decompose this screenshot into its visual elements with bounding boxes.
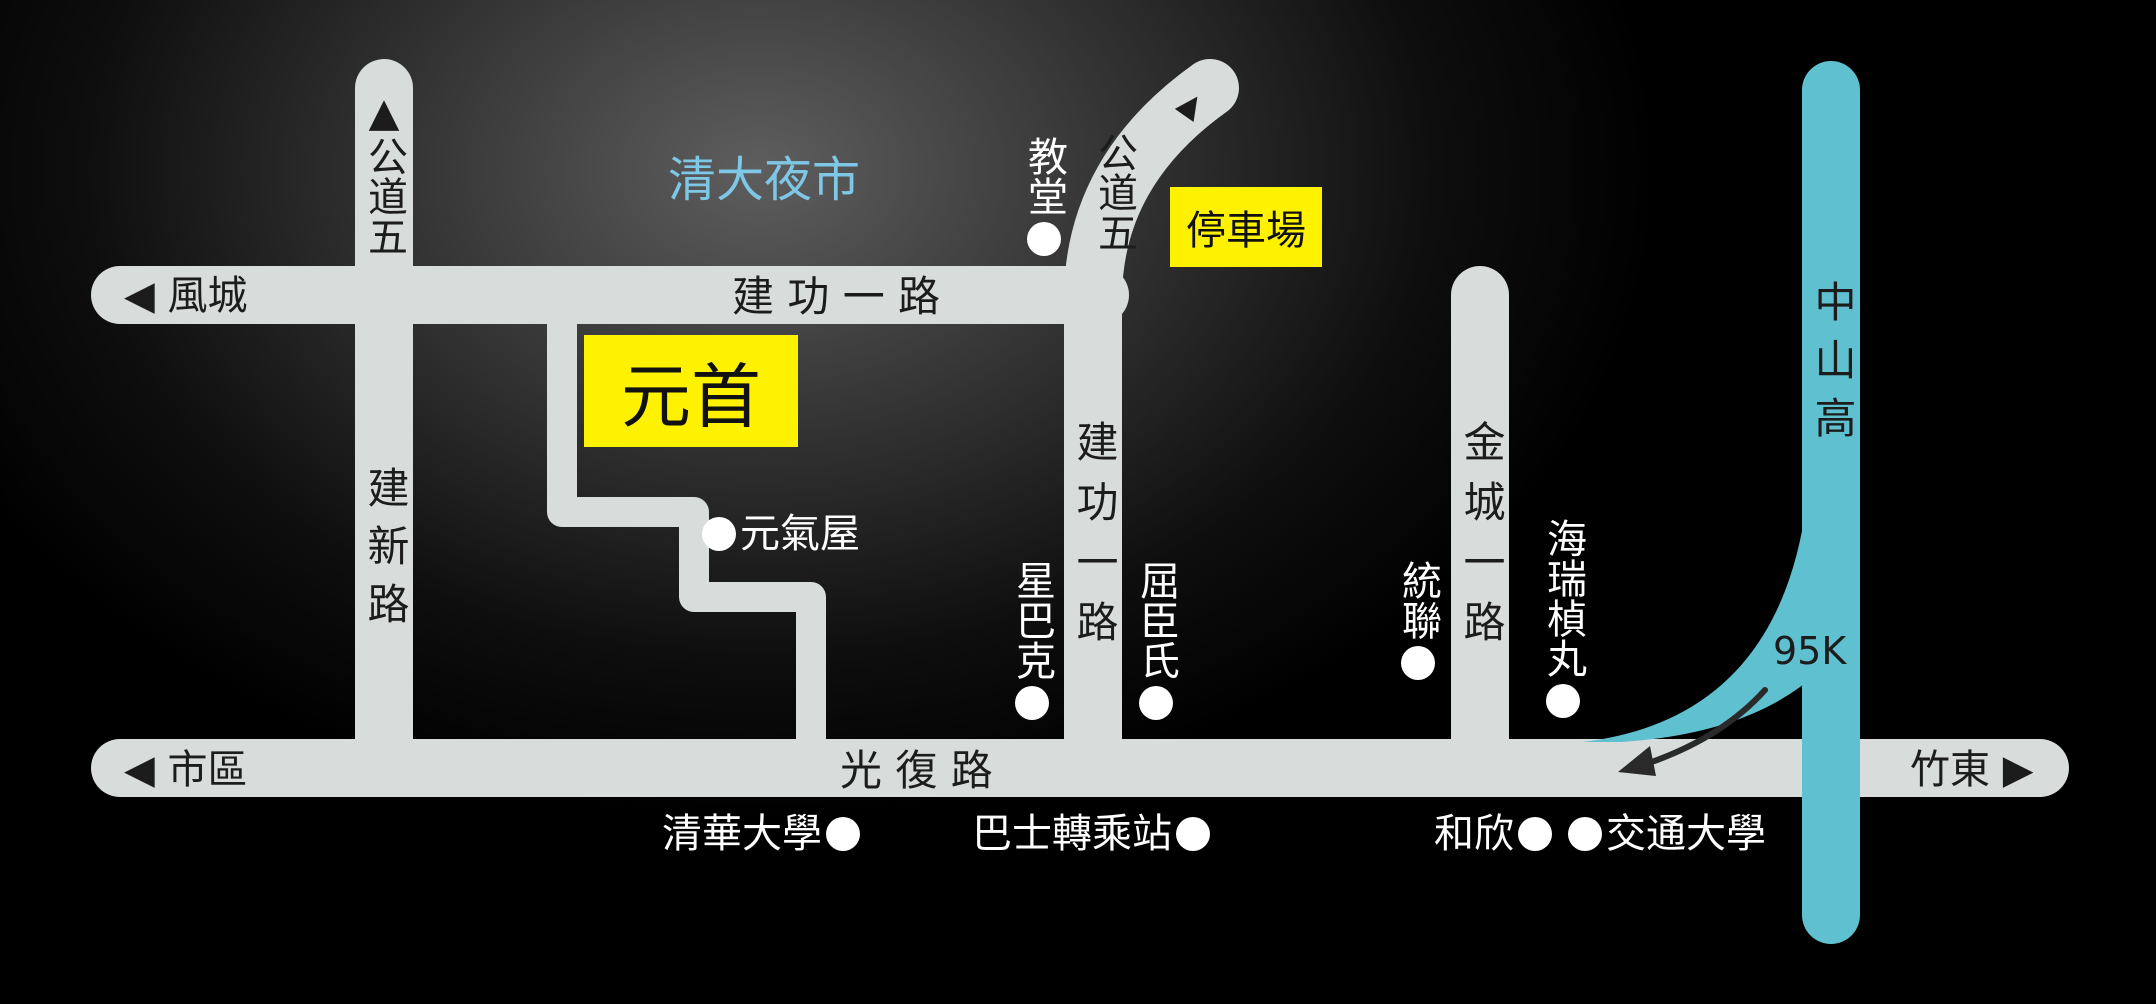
night-market-label: 清大夜市 [668,152,861,208]
target-building-label: 元首 [584,335,798,447]
poi-church: 教堂 [1021,136,1067,256]
highway-km-marker: 95K [1773,629,1847,673]
highway-ramp [1582,520,1858,742]
poi-nthu-label: 清華大學 [662,811,822,857]
road-label-jiangong1-vertical: 建功一路 [1070,420,1119,660]
poi-genki-dot [702,517,736,551]
poi-watsons-dot [1139,686,1173,720]
poi-uni-president: 統聯 [1395,560,1441,680]
poi-church-label: 教堂 [1021,136,1067,216]
road-label-guangfu: 光 復 路 [840,746,993,795]
poi-hairui-dot [1546,684,1580,718]
ramp-arrow [1637,687,1768,769]
poi-watsons: 屈臣氏 [1133,560,1179,720]
road-label-jianxin: 建新路 [361,466,410,640]
road-label-gongdaowu-right: 公道五 [1091,132,1137,252]
poi-starbucks-dot [1015,686,1049,720]
road-label-gongdaowu-left: ▲公道五 [361,90,407,256]
road-label-fengcheng: ◀ 風城 [124,273,248,319]
poi-hairui: 海瑞楨丸 [1540,518,1586,718]
poi-nctu-dot [1568,817,1602,851]
poi-starbucks-label: 星巴克 [1009,560,1055,680]
poi-hexin-label: 和欣 [1434,811,1514,857]
poi-hairui-label: 海瑞楨丸 [1540,518,1586,678]
poi-nctu: 交通大學 [1568,814,1766,854]
poi-nthu-dot [826,817,860,851]
poi-uni-president-dot [1401,646,1435,680]
poi-uni-president-label: 統聯 [1395,560,1441,640]
poi-hexin-dot [1518,817,1552,851]
poi-bus-station: 巴士轉乘站 [972,814,1210,854]
poi-nctu-label: 交通大學 [1606,811,1766,857]
road-label-jiangong1: 建 功 一 路 [732,272,941,321]
ramp-arrowhead [1618,746,1656,776]
road-alley [547,323,826,768]
poi-genki-label: 元氣屋 [740,511,860,557]
road-label-shiqu: ◀ 市區 [124,747,248,793]
poi-starbucks: 星巴克 [1009,560,1055,720]
poi-bus-station-dot [1176,817,1210,851]
poi-nthu: 清華大學 [662,814,860,854]
poi-bus-station-label: 巴士轉乘站 [972,811,1172,857]
poi-hexin: 和欣 [1434,814,1552,854]
road-label-jincheng1: 金城一路 [1457,420,1506,660]
parking-label: 停車場 [1170,187,1322,267]
road-label-zhongshan-highway: 中山高 [1808,280,1857,454]
road-gongdaowu-curve [1064,59,1239,324]
poi-watsons-label: 屈臣氏 [1133,560,1179,680]
poi-church-dot [1027,222,1061,256]
road-label-zhudong: 竹東 ▶ [1910,747,2034,793]
poi-genki: 元氣屋 [702,514,860,554]
